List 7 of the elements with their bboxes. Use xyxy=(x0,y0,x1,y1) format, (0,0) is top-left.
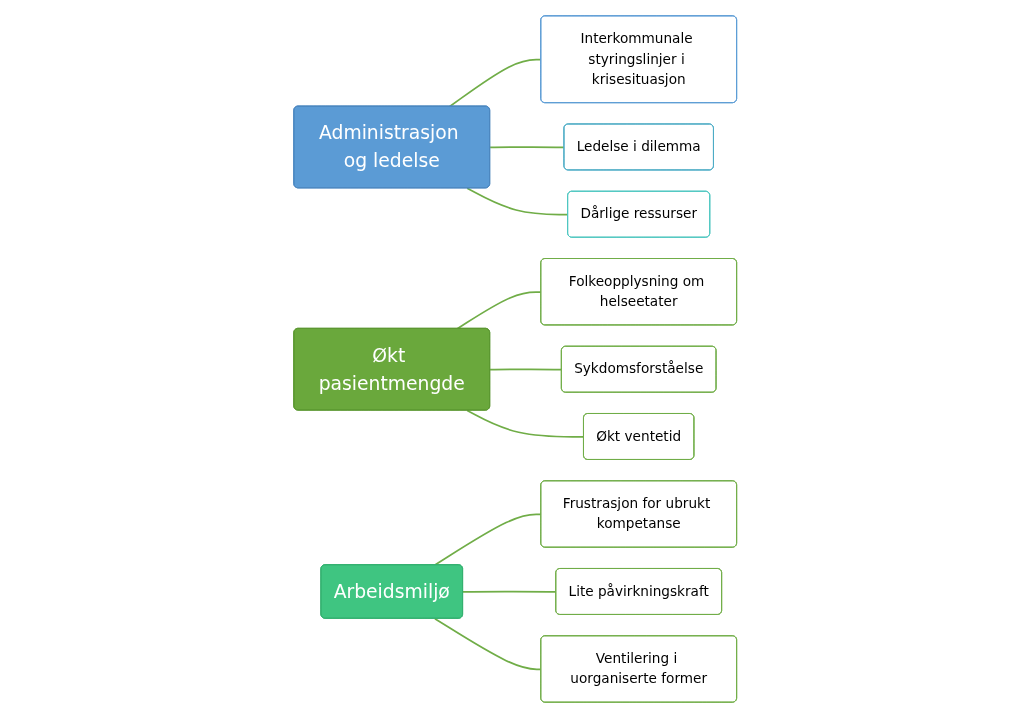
connector xyxy=(434,513,543,566)
connector xyxy=(462,590,558,593)
connector xyxy=(489,368,563,371)
connector xyxy=(434,617,543,671)
connector xyxy=(449,58,543,108)
connector xyxy=(489,146,566,149)
connector xyxy=(456,291,543,330)
